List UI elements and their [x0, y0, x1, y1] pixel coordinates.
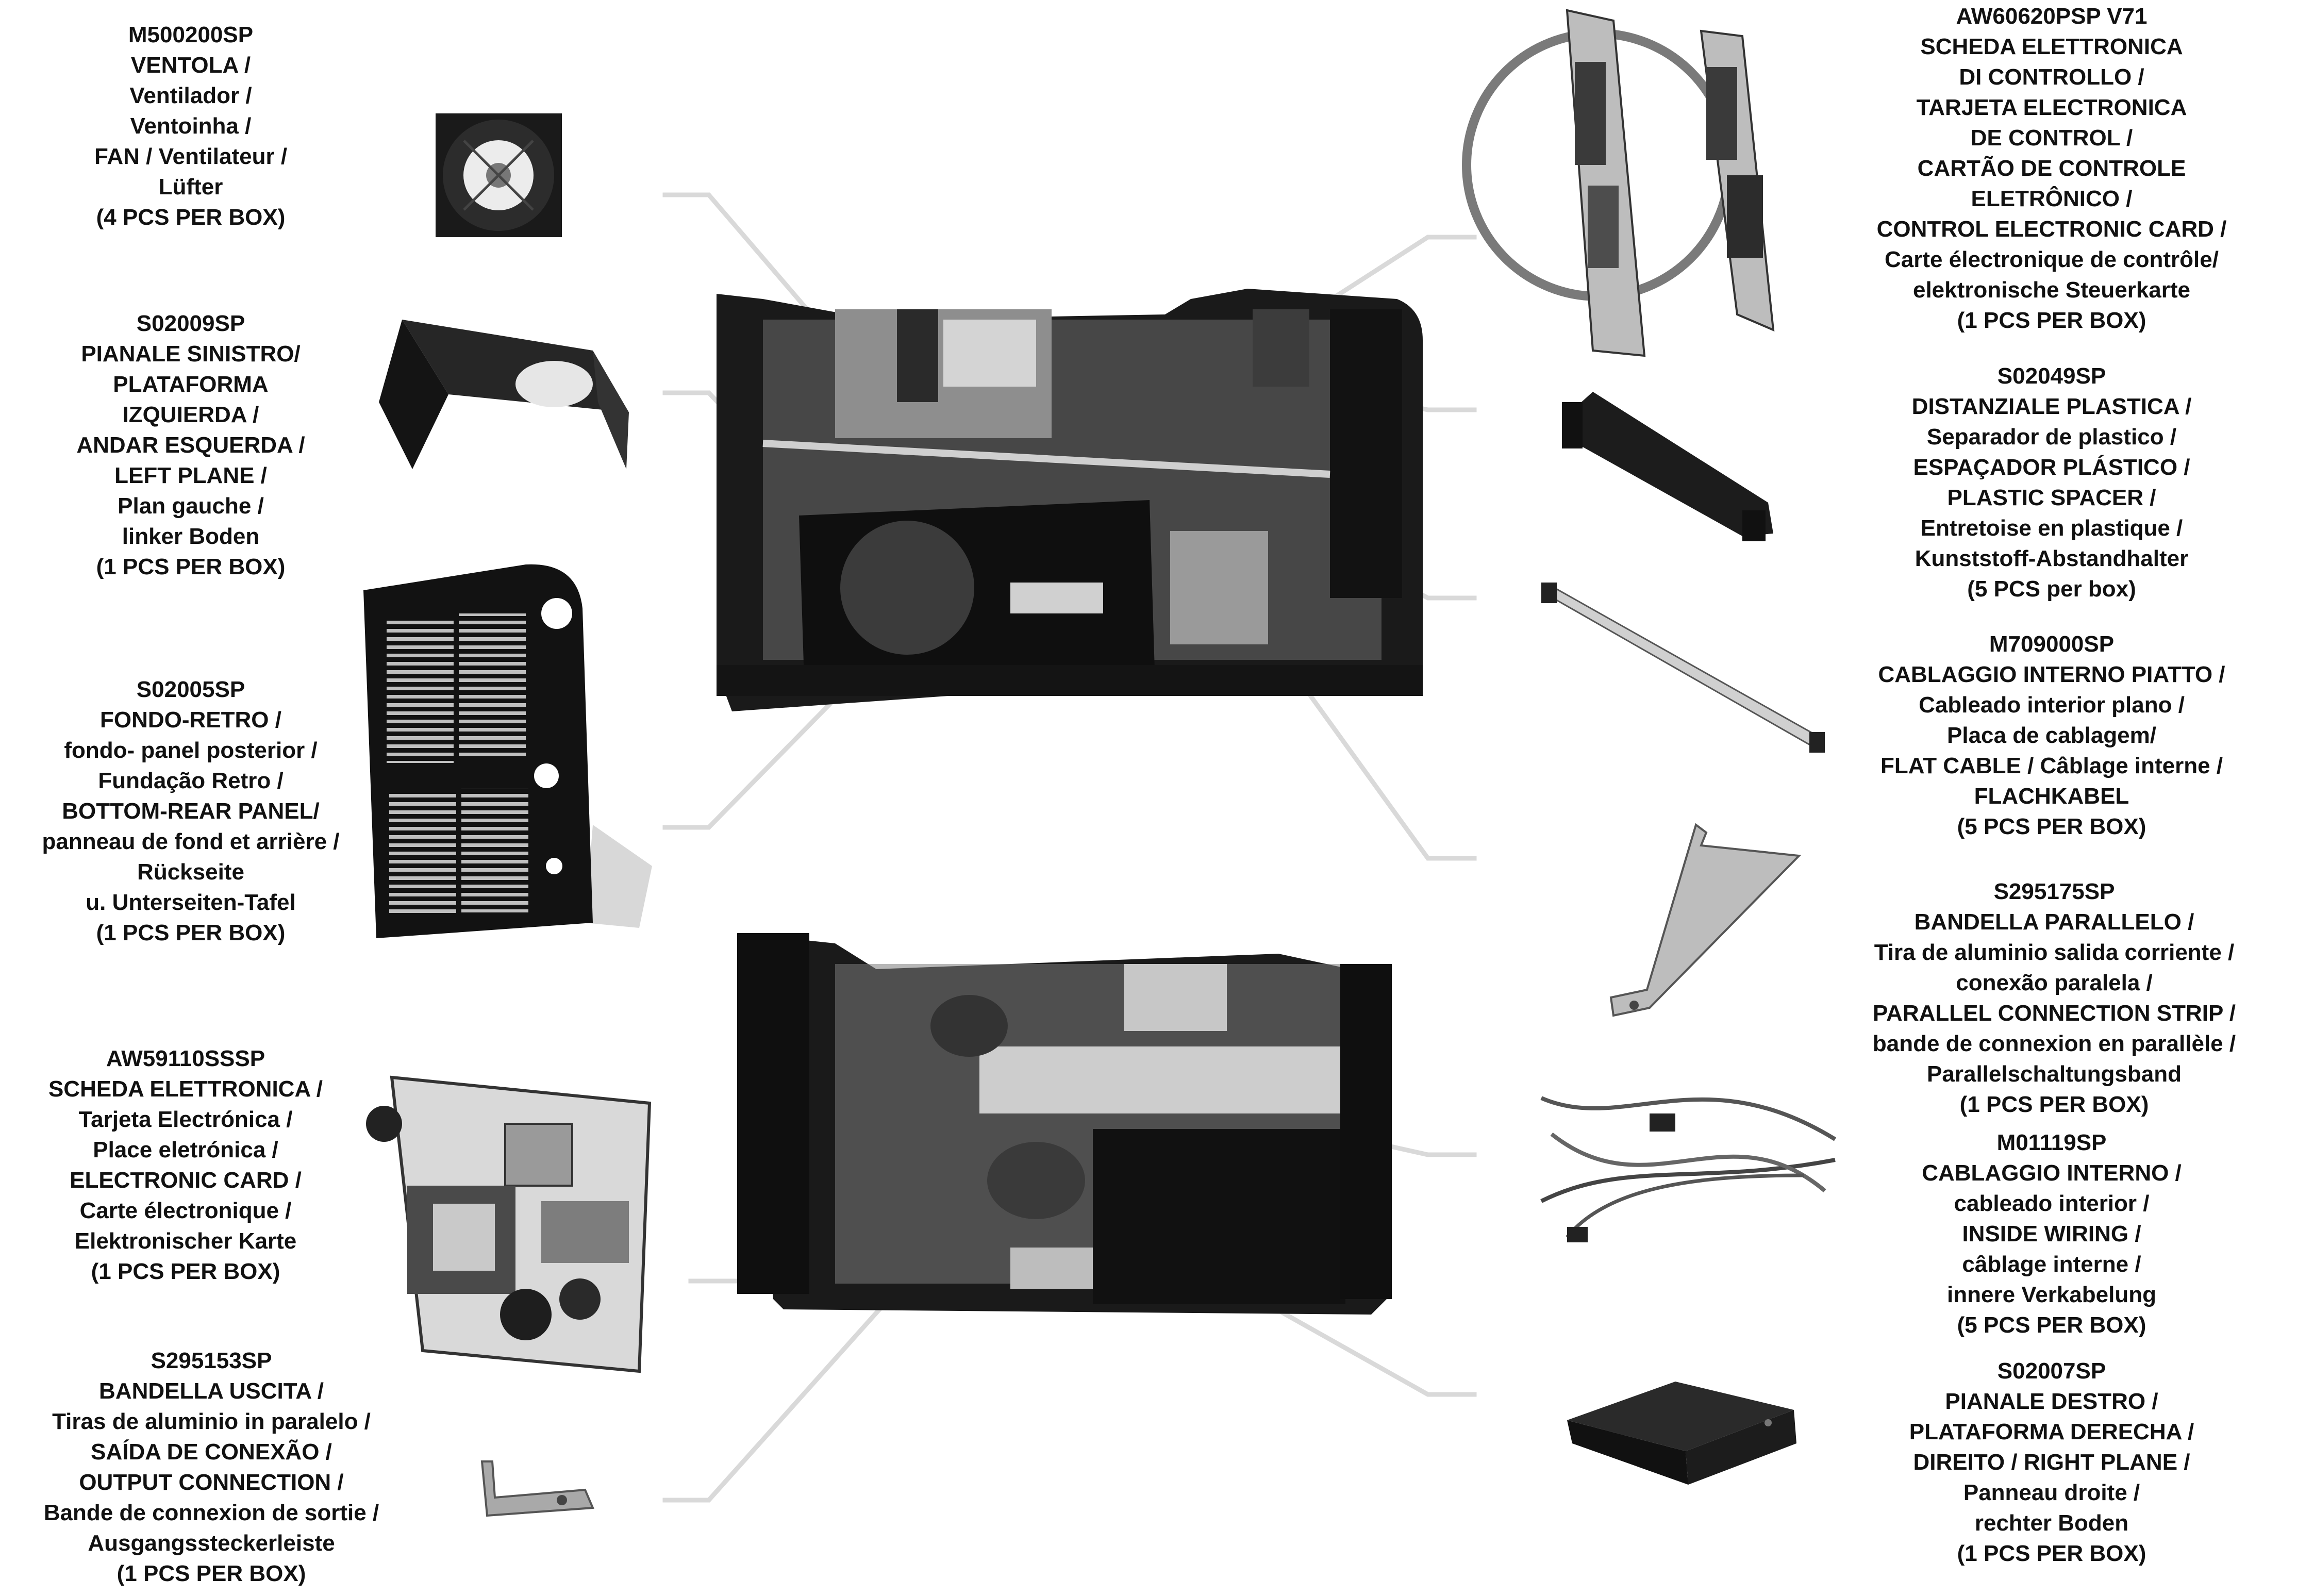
- machine-bottom-image: [737, 933, 1392, 1315]
- right-plane-image: [1567, 1382, 1796, 1485]
- plastic-spacer-image: [1562, 392, 1773, 541]
- pack-quantity: (5 PCS PER BOX): [1957, 814, 2146, 839]
- part-label-parallel-strip: S295175SP BANDELLA PARALLELO / Tira de a…: [1825, 876, 2284, 1120]
- part-label-plastic-spacer: S02049SP DISTANZIALE PLASTICA / Separado…: [1845, 361, 2258, 604]
- leader-output-connection: [662, 1252, 931, 1503]
- pack-quantity: (1 PCS PER BOX): [91, 1259, 280, 1284]
- part-label-output-connection: S295153SP BANDELLA USCITA / Tiras de alu…: [0, 1345, 423, 1589]
- leader-right-plane: [1218, 1275, 1477, 1397]
- flat-cable-image: [1541, 583, 1825, 753]
- part-label-rear-panel: S02005SP FONDO-RETRO / fondo- panel post…: [5, 674, 376, 948]
- fan-image: [436, 113, 562, 237]
- inside-wiring-image: [1540, 1096, 1837, 1242]
- part-label-electronic-card: AW59110SSSP SCHEDA ELETTRONICA / Tarjeta…: [5, 1043, 366, 1287]
- part-code: M500200SP: [128, 22, 254, 47]
- part-code: AW60620PSP V71: [1956, 4, 2148, 29]
- part-code: S02049SP: [1997, 363, 2106, 389]
- part-label-fan: M500200SP VENTOLA / Ventilador / Ventoin…: [31, 20, 351, 232]
- part-label-control-card: AW60620PSP V71 SCHEDA ELETTRONICA DI CON…: [1830, 1, 2273, 336]
- left-plane-image: [379, 320, 629, 469]
- rear-panel-vents: [387, 613, 528, 918]
- part-code: M709000SP: [1989, 631, 2115, 657]
- pack-quantity: (1 PCS PER BOX): [1957, 308, 2146, 333]
- pack-quantity: (1 PCS PER BOX): [96, 920, 286, 945]
- leader-rear-panel: [662, 685, 849, 830]
- leader-fan: [662, 192, 828, 334]
- part-code: S02005SP: [136, 677, 245, 702]
- part-code: S295175SP: [1993, 879, 2115, 904]
- pack-quantity: (1 PCS PER BOX): [1957, 1541, 2146, 1566]
- part-label-right-plane: S02007SP PIANALE DESTRO / PLATAFORMA DER…: [1856, 1356, 2248, 1569]
- part-code: S02007SP: [1997, 1358, 2106, 1384]
- pack-quantity: (1 PCS PER BOX): [116, 1561, 306, 1586]
- part-label-left-plane: S02009SP PIANALE SINISTRO/ PLATAFORMA IZ…: [31, 308, 351, 582]
- part-label-inside-wiring: M01119SP CABLAGGIO INTERNO / cableado in…: [1856, 1127, 2248, 1340]
- part-code: S02009SP: [136, 311, 245, 336]
- rear-panel-image: [363, 564, 652, 938]
- parallel-strip-image: [1609, 823, 1802, 1017]
- control-card-image: [1462, 9, 1775, 357]
- pack-quantity: (1 PCS PER BOX): [96, 554, 286, 579]
- pack-quantity: (5 PCS PER BOX): [1957, 1312, 2146, 1338]
- part-code: S295153SP: [151, 1348, 272, 1373]
- pack-quantity: (4 PCS PER BOX): [96, 205, 286, 230]
- pack-quantity: (5 PCS per box): [1967, 576, 2136, 602]
- machine-top-image: [717, 289, 1423, 711]
- electronic-card-image: [366, 1075, 652, 1373]
- output-connection-image: [480, 1460, 594, 1517]
- pack-quantity: (1 PCS PER BOX): [1959, 1092, 2149, 1117]
- part-code: M01119SP: [1996, 1130, 2107, 1155]
- part-code: AW59110SSSP: [106, 1046, 265, 1071]
- part-label-flat-cable: M709000SP CABLAGGIO INTERNO PIATTO / Cab…: [1830, 629, 2273, 842]
